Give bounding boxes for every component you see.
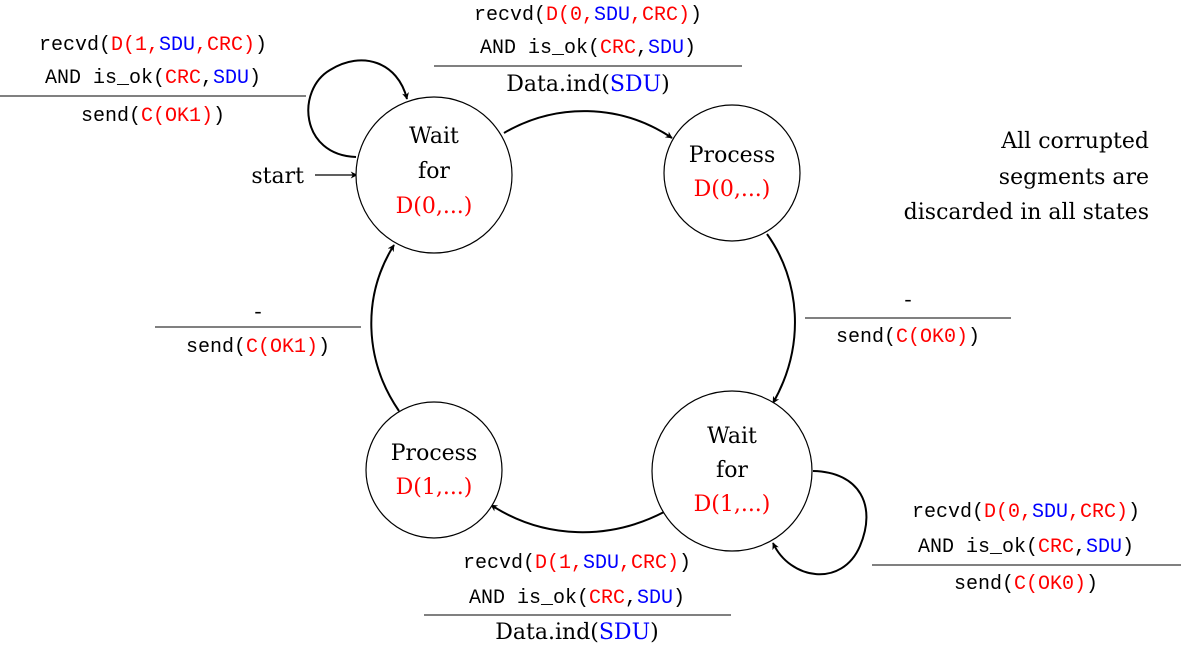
state-wait-for-d0: Wait for D(0,...) — [355, 96, 513, 254]
state-process-d1-line2: D(1,...) — [396, 475, 473, 500]
label-t23-action: Data.ind(SDU) — [495, 620, 658, 645]
state-process-d1-line1: Process — [391, 441, 478, 466]
label-t01-condition2: AND is_ok(CRC,SDU) — [480, 37, 696, 60]
edge-process1-to-wait0 — [370, 244, 400, 412]
label-self2-condition2: AND is_ok(CRC,SDU) — [918, 536, 1134, 559]
state-wait-for-d1-line2: for — [716, 458, 748, 483]
state-wait-for-d1-line3: D(1,...) — [694, 492, 771, 517]
label-self0-condition1: recvd(D(1,SDU,CRC)) — [39, 34, 267, 57]
label-t01-action: Data.ind(SDU) — [506, 72, 669, 97]
note-line1: All corrupted — [1000, 129, 1149, 154]
note-line2: segments are — [999, 165, 1149, 190]
label-t30-condition: - — [252, 302, 264, 325]
label-t01-condition1: recvd(D(0,SDU,CRC)) — [474, 4, 702, 27]
label-t12-action: send(C(OK0)) — [836, 326, 980, 349]
label-self2-action: send(C(OK0)) — [954, 573, 1098, 596]
edge-wait0-to-process0 — [503, 110, 673, 139]
edge-process0-to-wait1 — [766, 233, 796, 404]
label-process1-to-wait0: - send(C(OK1)) — [155, 302, 361, 359]
label-self0-condition2: AND is_ok(CRC,SDU) — [45, 67, 261, 90]
state-process-d1: Process D(1,...) — [365, 401, 503, 539]
label-self2-condition1: recvd(D(0,SDU,CRC)) — [912, 501, 1140, 524]
label-wait1-to-process1: recvd(D(1,SDU,CRC)) AND is_ok(CRC,SDU) D… — [424, 552, 731, 645]
state-wait-for-d0-line3: D(0,...) — [396, 194, 473, 219]
label-wait0-to-process0: recvd(D(0,SDU,CRC)) AND is_ok(CRC,SDU) D… — [434, 4, 742, 97]
label-process0-to-wait1: - send(C(OK0)) — [805, 290, 1011, 349]
label-t23-condition2: AND is_ok(CRC,SDU) — [469, 587, 685, 610]
edge-wait1-to-process1 — [490, 504, 665, 534]
note-line3: discarded in all states — [904, 200, 1149, 225]
label-self0-action: send(C(OK1)) — [81, 105, 225, 128]
state-wait-for-d1-line1: Wait — [707, 424, 757, 449]
state-process-d0: Process D(0,...) — [663, 104, 801, 242]
state-wait-for-d1: Wait for D(1,...) — [651, 390, 813, 552]
start-label: start — [251, 164, 304, 189]
corrupted-segments-note: All corrupted segments are discarded in … — [904, 129, 1149, 225]
label-t30-action: send(C(OK1)) — [186, 336, 330, 359]
state-process-d0-line2: D(0,...) — [694, 177, 771, 202]
label-t12-condition: - — [902, 290, 914, 313]
label-self-loop-wait1: recvd(D(0,SDU,CRC)) AND is_ok(CRC,SDU) s… — [872, 501, 1181, 596]
edge-self-loop-wait0 — [307, 59, 409, 158]
state-wait-for-d0-line1: Wait — [409, 124, 459, 149]
state-wait-for-d0-line2: for — [418, 159, 450, 184]
edge-self-loop-wait1 — [772, 470, 868, 576]
label-t23-condition1: recvd(D(1,SDU,CRC)) — [463, 552, 691, 575]
label-self-loop-wait0: recvd(D(1,SDU,CRC)) AND is_ok(CRC,SDU) s… — [0, 34, 306, 128]
state-process-d0-line1: Process — [689, 143, 776, 168]
